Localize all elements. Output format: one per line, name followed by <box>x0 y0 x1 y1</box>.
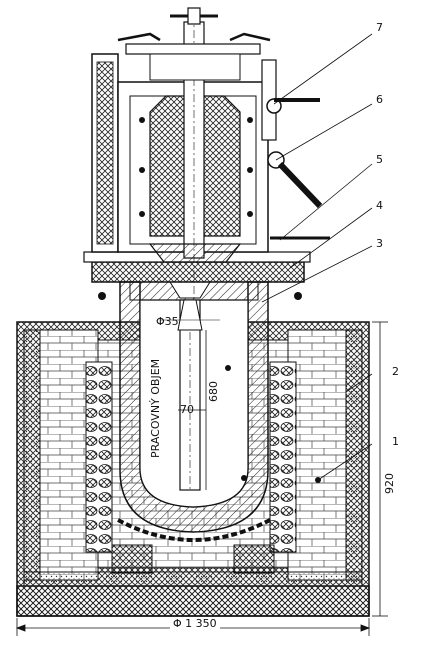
dimension-lines <box>15 321 388 636</box>
lid-bolt-right <box>294 292 302 300</box>
angled-lever <box>277 161 323 209</box>
insulation-right <box>345 329 363 581</box>
induction-coil-left <box>85 361 113 553</box>
callout-3: 3 <box>376 237 383 250</box>
support-foot-left <box>111 544 153 574</box>
callout-7: 7 <box>376 21 383 34</box>
inner-width-label: 70 <box>180 403 194 416</box>
handwheel-right <box>229 32 271 42</box>
outer-diameter-label: Φ 1 350 <box>170 618 220 629</box>
callout-5: 5 <box>376 153 383 166</box>
brick-lining-right <box>287 329 347 581</box>
crucible-bottom-coil <box>117 518 271 542</box>
callout-6: 6 <box>376 93 383 106</box>
bore-diameter-label: Φ35 <box>156 315 179 328</box>
leader-lines <box>261 33 373 481</box>
lid-bolt-left <box>98 292 106 300</box>
crucible <box>117 281 321 542</box>
neck-assembly <box>148 243 242 263</box>
bottom-insulation <box>23 571 363 587</box>
total-height-label: 920 <box>383 473 396 494</box>
inner-depth-label: 680 <box>207 381 220 402</box>
insulation-left <box>23 329 41 581</box>
handwheel-left <box>117 32 161 42</box>
top-crossbar <box>125 43 261 55</box>
callout-2: 2 <box>392 365 399 378</box>
support-foot-right <box>233 544 275 574</box>
lid-cone <box>129 281 259 301</box>
working-volume-label: PRACOVNÝ OBJEM <box>149 358 162 458</box>
upper-mechanism <box>91 7 330 300</box>
callout-4: 4 <box>376 199 383 212</box>
bottom-base <box>16 585 370 617</box>
callout-1: 1 <box>392 435 399 448</box>
lid-flange <box>91 261 305 283</box>
induction-coil-right <box>269 361 297 553</box>
